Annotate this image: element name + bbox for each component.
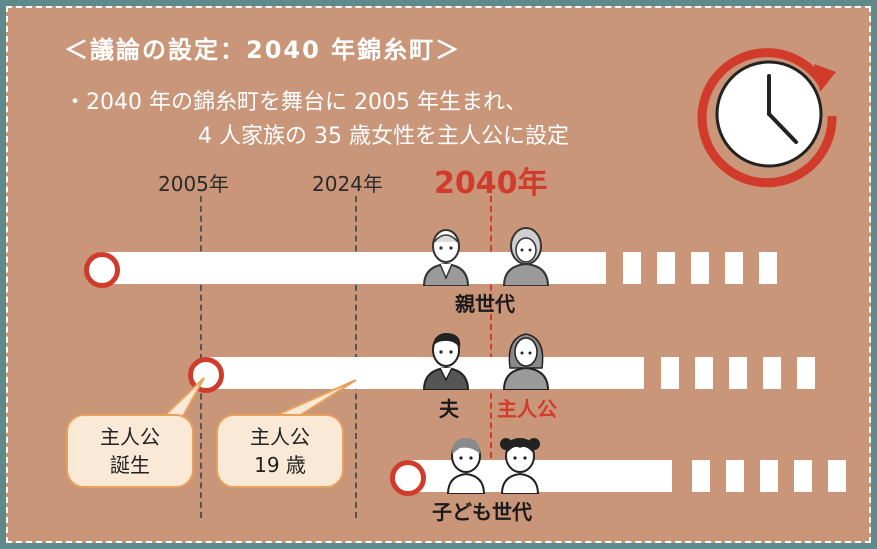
timeline-dash xyxy=(691,252,709,284)
page-title: ＜議論の設定：2040 年錦糸町＞ xyxy=(64,36,462,64)
timeline-start-marker-parents xyxy=(84,252,120,288)
row-label-protagonist: 主人公 xyxy=(497,397,557,421)
callout-birth-line2: 誕生 xyxy=(110,453,150,477)
callout-age-line1: 主人公 xyxy=(250,425,310,449)
year-label-2040: 2040年 xyxy=(434,166,548,201)
timeline-dash xyxy=(759,252,777,284)
row-label-husband: 夫 xyxy=(439,397,459,421)
timeline-dash xyxy=(760,460,778,492)
callout-age-line2: 19 歳 xyxy=(254,453,306,477)
timeline-dash xyxy=(729,357,747,389)
timeline-dash xyxy=(695,357,713,389)
year-label-2005: 2005年 xyxy=(158,172,229,196)
timeline-dash xyxy=(794,460,812,492)
row-label-parents: 親世代 xyxy=(455,292,515,316)
timeline-dash xyxy=(657,252,675,284)
man-icon xyxy=(422,332,470,390)
timeline-dash xyxy=(725,252,743,284)
callout-age: 主人公 19 歳 xyxy=(216,414,344,488)
year-label-2024: 2024年 xyxy=(312,172,383,196)
timeline-dash xyxy=(763,357,781,389)
subtitle-line-2: 4 人家族の 35 歳女性を主人公に設定 xyxy=(198,124,569,149)
row-label-children: 子ども世代 xyxy=(432,500,532,524)
timeline-start-marker-protagonist xyxy=(188,357,224,393)
guide-line-2040 xyxy=(490,196,492,458)
timeline-dash xyxy=(623,252,641,284)
timeline-dash xyxy=(726,460,744,492)
grandfather-icon xyxy=(422,229,470,286)
grandmother-icon xyxy=(502,227,550,286)
boy-icon xyxy=(446,438,486,494)
timeline-dash xyxy=(692,460,710,492)
woman-icon xyxy=(502,333,550,390)
timeline-dash xyxy=(828,460,846,492)
timeline-start-marker-children xyxy=(390,460,426,496)
timeline-dash xyxy=(661,357,679,389)
subtitle-line-1: ・2040 年の錦糸町を舞台に 2005 年生まれ、 xyxy=(64,90,528,115)
callout-birth-line1: 主人公 xyxy=(100,425,160,449)
timeline-dash xyxy=(797,357,815,389)
callout-birth: 主人公 誕生 xyxy=(66,414,194,488)
girl-icon xyxy=(500,438,540,494)
clock-icon xyxy=(697,48,837,188)
